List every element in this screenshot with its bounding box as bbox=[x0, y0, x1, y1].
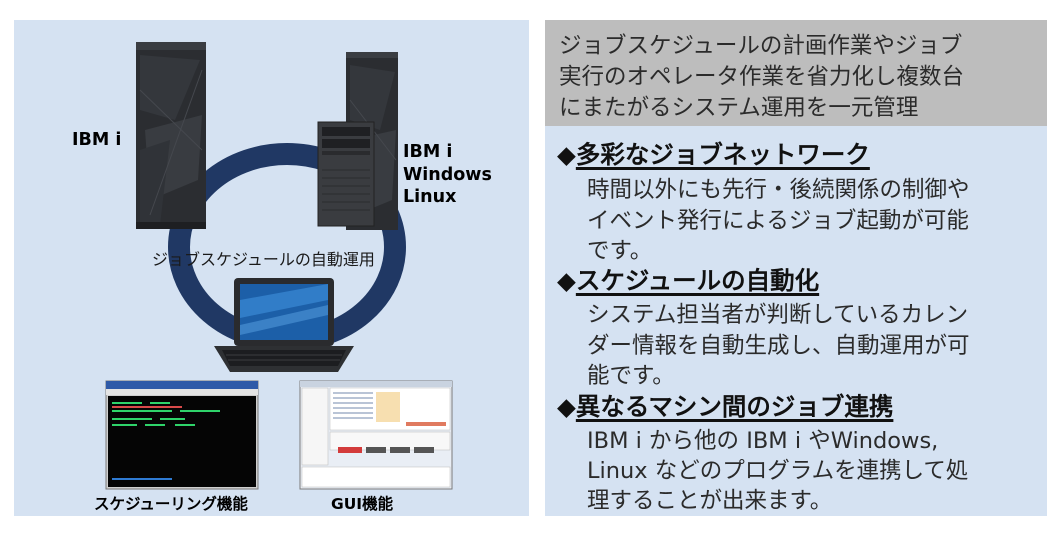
section-title-text: 異なるマシン間のジョブ連携 bbox=[575, 392, 894, 421]
label-windows: Windows bbox=[403, 165, 492, 185]
summary-header: ジョブスケジュールの計画作業やジョブ 実行のオペレータ作業を省力化し複数台 にま… bbox=[545, 20, 1047, 126]
section-body-line: Linux などのプログラムを連携して処 bbox=[587, 458, 969, 484]
section-body-line: 時間以外にも先行・後続関係の制御や bbox=[587, 177, 970, 203]
section-title-job-network: ◆多彩なジョブネットワーク bbox=[557, 136, 870, 171]
label-ibm-i-left: IBM i bbox=[72, 130, 122, 150]
bullet-icon: ◆ bbox=[557, 140, 576, 169]
label-scheduling-feature: スケジューリング機能 bbox=[94, 495, 248, 513]
summary-line: にまたがるシステム運用を一元管理 bbox=[559, 95, 919, 121]
label-ibm-i-right: IBM i bbox=[403, 142, 453, 162]
section-title-cross-machine: ◆異なるマシン間のジョブ連携 bbox=[557, 388, 893, 423]
section-body-line: IBM i から他の IBM i やWindows, bbox=[587, 428, 939, 454]
description-panel: ジョブスケジュールの計画作業やジョブ 実行のオペレータ作業を省力化し複数台 にま… bbox=[545, 20, 1047, 516]
tower-server-icon bbox=[317, 121, 375, 227]
bullet-icon: ◆ bbox=[557, 266, 576, 295]
section-body-line: 理することが出来ます。 bbox=[587, 488, 833, 514]
ibm-i-server-icon bbox=[136, 42, 206, 229]
section-body-line: 能です。 bbox=[587, 363, 675, 389]
section-body-line: です。 bbox=[587, 238, 653, 264]
scheduling-terminal-screenshot bbox=[105, 380, 259, 490]
label-gui-feature: GUI機能 bbox=[331, 495, 394, 513]
label-linux: Linux bbox=[403, 187, 457, 207]
section-title-text: 多彩なジョブネットワーク bbox=[575, 140, 870, 169]
section-body-line: イベント発行によるジョブ起動が可能 bbox=[587, 208, 969, 234]
section-title-text: スケジュールの自動化 bbox=[575, 266, 820, 295]
laptop-icon bbox=[214, 278, 354, 372]
section-title-schedule-automation: ◆スケジュールの自動化 bbox=[557, 262, 819, 297]
summary-line: 実行のオペレータ作業を省力化し複数台 bbox=[559, 64, 965, 90]
bullet-icon: ◆ bbox=[557, 392, 576, 421]
section-body-line: システム担当者が判断しているカレン bbox=[587, 302, 969, 328]
gui-screenshot bbox=[299, 380, 453, 490]
section-body-line: ダー情報を自動生成し、自動運用が可 bbox=[587, 333, 970, 359]
ring-caption: ジョブスケジュールの自動運用 bbox=[152, 250, 375, 269]
summary-line: ジョブスケジュールの計画作業やジョブ bbox=[559, 33, 963, 59]
